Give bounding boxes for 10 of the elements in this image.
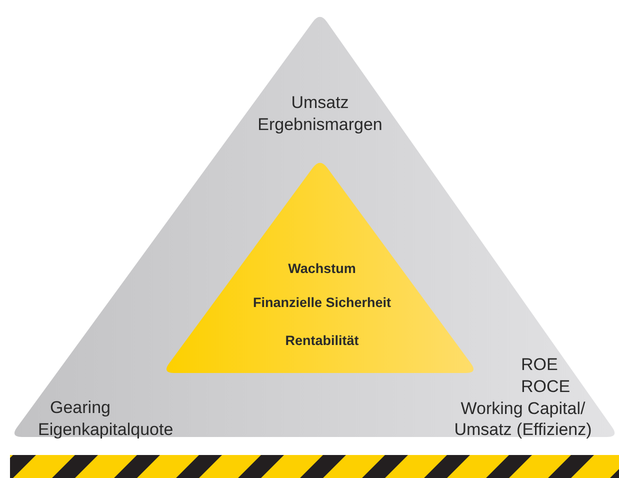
metric-label: Eigenkapitalquote bbox=[38, 419, 174, 440]
goal-label: Rentabilität bbox=[285, 333, 359, 350]
goal-label: Wachstum bbox=[288, 261, 356, 278]
metric-label: ROE bbox=[521, 354, 558, 376]
metric-label: ROCE bbox=[521, 376, 570, 398]
metric-label: Umsatz bbox=[291, 92, 349, 114]
goal-label: Finanzielle Sicherheit bbox=[252, 295, 392, 312]
metric-label: Gearing bbox=[50, 397, 110, 418]
metric-label: Working Capital/ Umsatz (Effizienz) bbox=[453, 398, 593, 440]
metric-label: Ergebnismargen bbox=[258, 114, 382, 136]
